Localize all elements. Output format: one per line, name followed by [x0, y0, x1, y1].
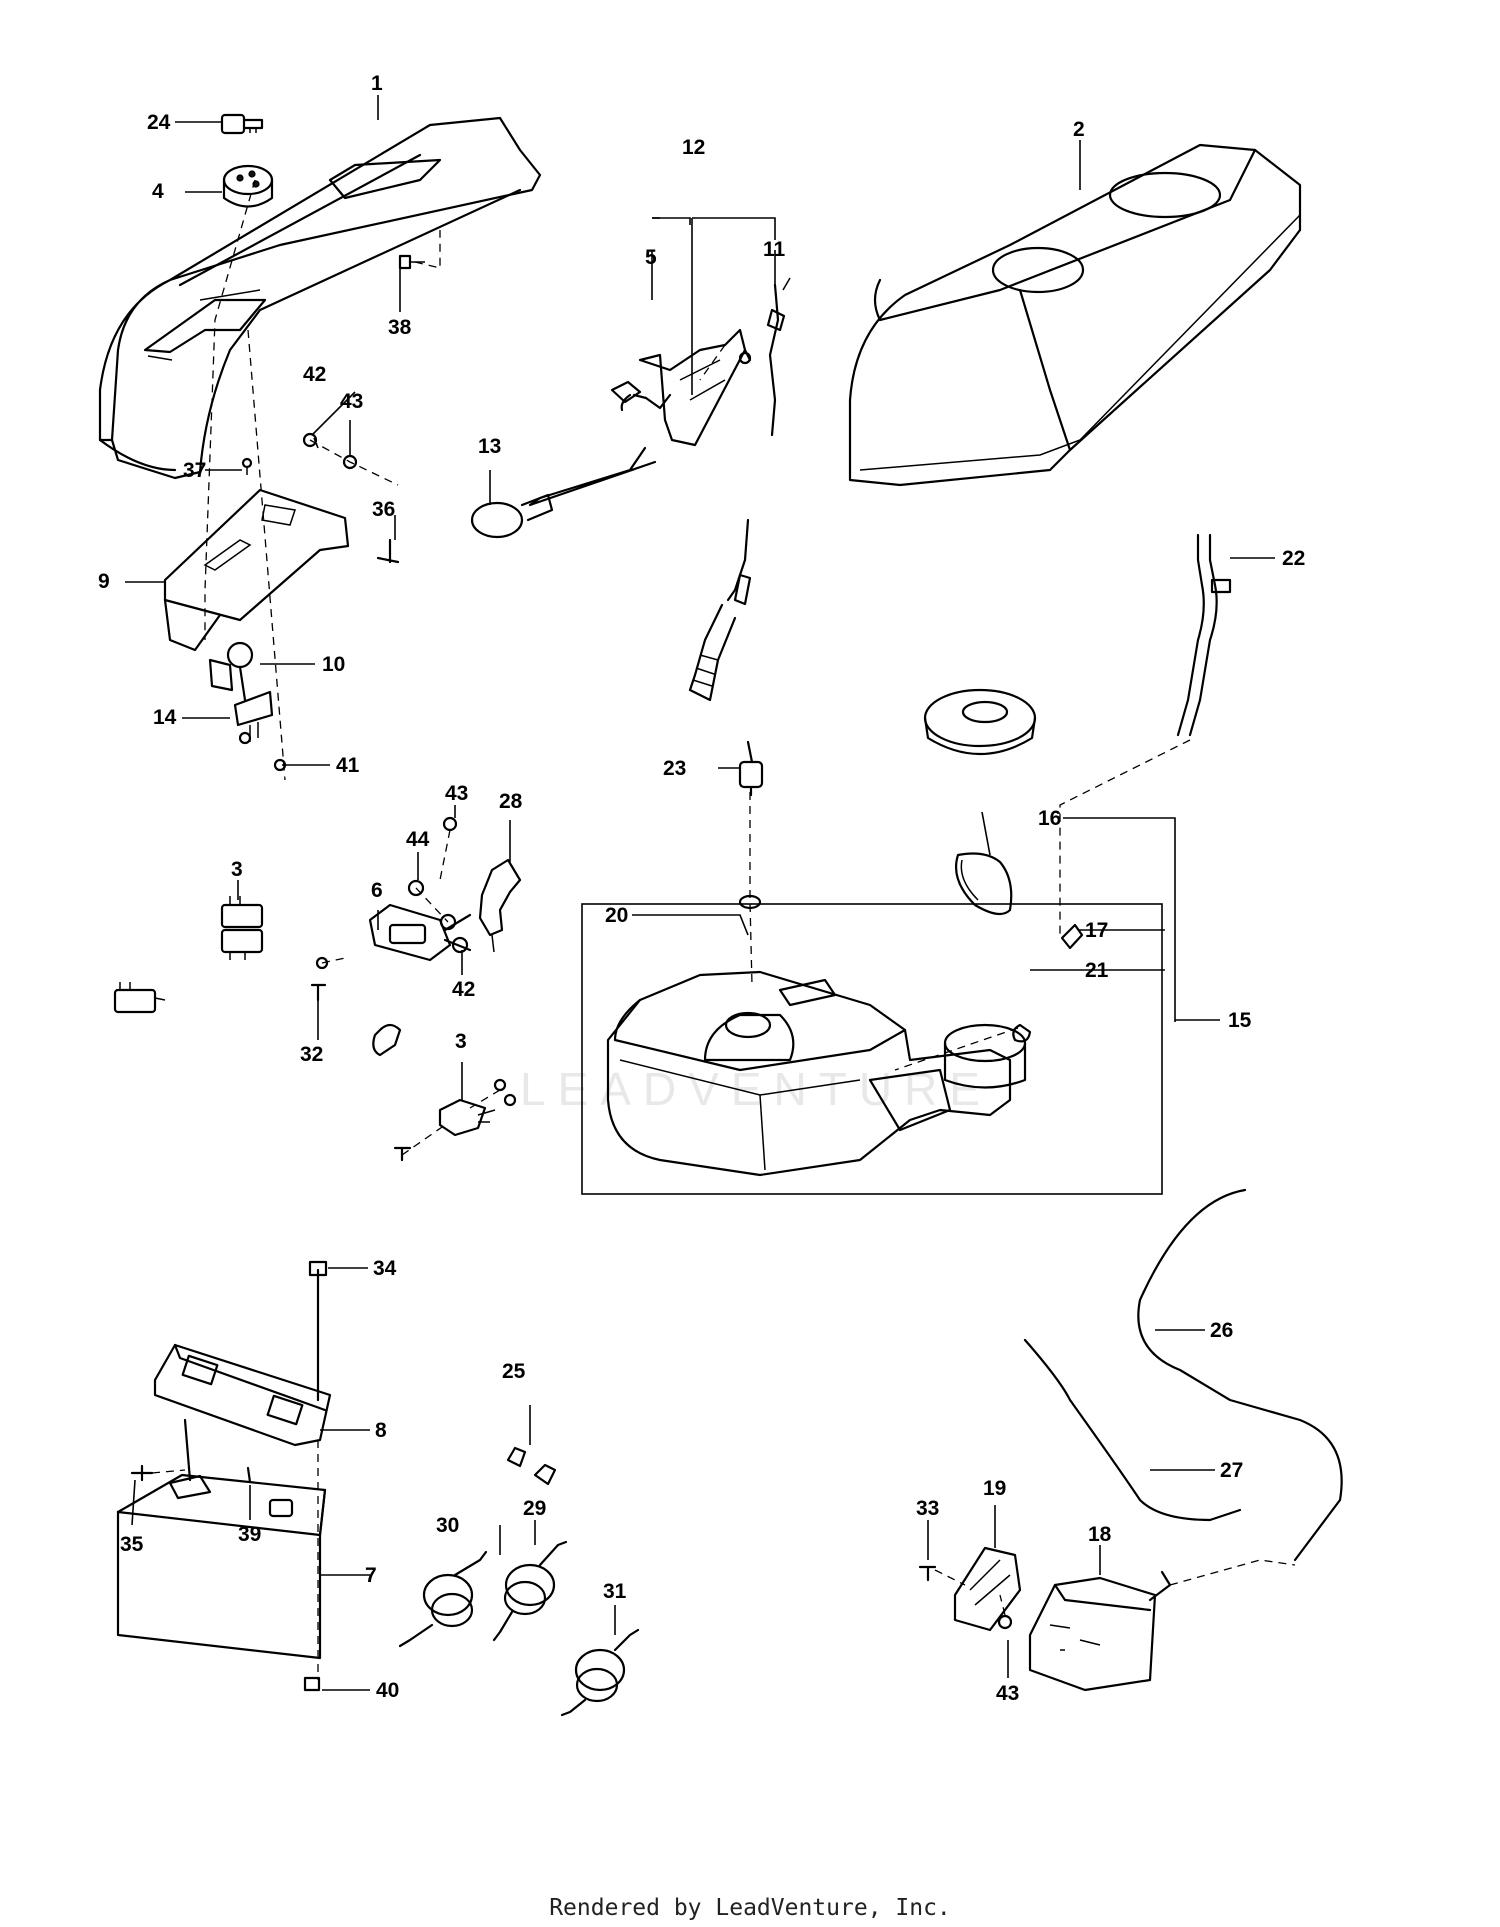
callout-11: 11 — [763, 238, 786, 261]
callout-42: 42 — [303, 363, 326, 386]
callout-22: 22 — [1282, 547, 1305, 570]
callout-7: 7 — [365, 1564, 377, 1587]
callout-5: 5 — [645, 246, 657, 269]
callout-4: 4 — [152, 180, 164, 203]
callout-24: 24 — [147, 111, 171, 134]
lever-bracket-drawing — [226, 641, 274, 745]
callout-43: 43 — [996, 1682, 1019, 1705]
battery-fasteners-drawing — [130, 1260, 328, 1692]
small-fasteners-drawing — [241, 254, 425, 772]
callout-30: 30 — [436, 1514, 459, 1537]
callout-44: 44 — [406, 828, 430, 851]
callout-17: 17 — [1085, 919, 1108, 942]
callout-18: 18 — [1088, 1523, 1112, 1546]
callout-41: 41 — [336, 754, 360, 777]
callout-21: 21 — [1085, 959, 1109, 982]
callout-39: 39 — [238, 1523, 261, 1546]
canister-bracket-drawing — [918, 1546, 1022, 1632]
callout-31: 31 — [603, 1580, 627, 1603]
callout-40: 40 — [376, 1679, 399, 1702]
callouts: 1 2 3 3 4 5 6 7 8 9 10 11 12 13 14 15 16… — [98, 72, 1305, 1705]
callout-20: 20 — [605, 904, 628, 927]
callout-16: 16 — [1038, 807, 1061, 830]
seat-pan-cover-drawing — [848, 143, 1302, 487]
callout-3: 3 — [231, 858, 243, 881]
fuel-filter-drawing — [738, 740, 764, 910]
callout-32: 32 — [300, 1043, 323, 1066]
callout-1: 1 — [371, 72, 383, 95]
callout-8: 8 — [375, 1419, 387, 1442]
callout-25: 25 — [502, 1360, 526, 1383]
cables-drawing — [398, 1446, 640, 1717]
callout-27: 27 — [1220, 1459, 1243, 1482]
callout-12: 12 — [682, 136, 705, 159]
callout-29: 29 — [523, 1497, 546, 1520]
fuel-line-drawing — [1012, 533, 1232, 1043]
fuel-tank-assembly-frame — [581, 903, 1163, 1195]
callout-36: 36 — [372, 498, 395, 521]
callout-34: 34 — [373, 1257, 397, 1280]
callout-38: 38 — [388, 316, 412, 339]
leader-lines — [125, 95, 1275, 1691]
callout-35: 35 — [120, 1533, 144, 1556]
throttle-assembly-drawing — [470, 277, 791, 702]
callout-6: 6 — [371, 879, 383, 902]
callout-9: 9 — [98, 570, 110, 593]
footer-credit: Rendered by LeadVenture, Inc. — [549, 1895, 951, 1921]
callout-3: 3 — [455, 1030, 467, 1053]
callout-37: 37 — [183, 459, 206, 482]
callout-26: 26 — [1210, 1319, 1233, 1342]
switch-3a-drawing — [113, 896, 264, 1014]
battery-hold-down-drawing — [153, 1343, 332, 1482]
alignment-lines — [151, 179, 1296, 1680]
callout-15: 15 — [1228, 1009, 1252, 1032]
console-cover-drawing — [98, 116, 542, 480]
control-bracket-drawing — [163, 488, 350, 692]
callout-2: 2 — [1073, 118, 1085, 141]
ignition-key-drawing — [220, 113, 264, 135]
canister-drawing — [1028, 1570, 1172, 1692]
callout-33: 33 — [916, 1497, 939, 1520]
hoses-drawing — [1023, 1188, 1343, 1562]
callout-23: 23 — [663, 757, 686, 780]
watermark-text: LEADVENTURE — [520, 1063, 992, 1115]
switch-3b-drawing — [372, 1023, 517, 1162]
callout-43: 43 — [340, 390, 363, 413]
battery-drawing — [116, 1473, 327, 1660]
callout-42: 42 — [452, 978, 475, 1001]
ignition-switch-drawing — [222, 164, 274, 208]
callout-28: 28 — [499, 790, 523, 813]
callout-10: 10 — [322, 653, 345, 676]
connector-group-drawing — [310, 816, 522, 1002]
fuel-cap-drawing — [923, 688, 1037, 916]
callout-13: 13 — [478, 435, 501, 458]
fuel-tank-drawing — [606, 970, 1027, 1177]
callout-14: 14 — [153, 706, 177, 729]
callout-43: 43 — [445, 782, 468, 805]
callout-19: 19 — [983, 1477, 1006, 1500]
